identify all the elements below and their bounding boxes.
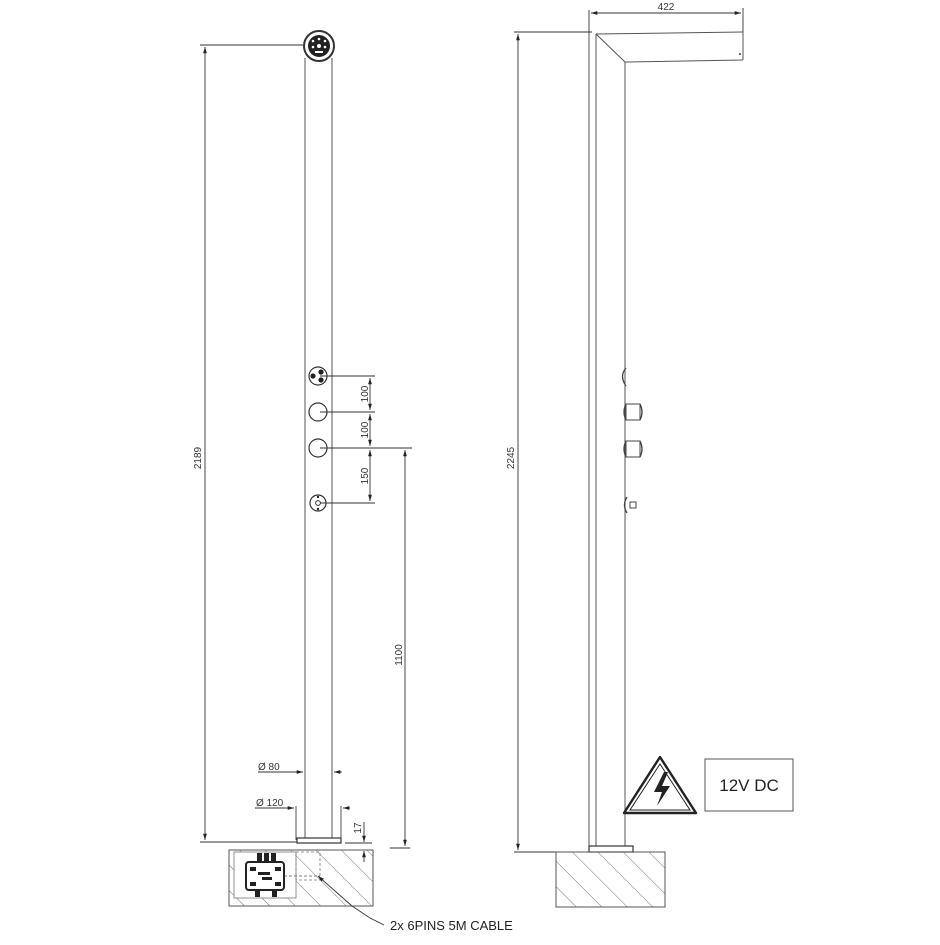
diverter-icon xyxy=(308,366,328,386)
outlet-side-icon xyxy=(623,496,637,514)
cable-callout: 2x 6PINS 5M CABLE xyxy=(390,918,513,933)
knob-side-icon xyxy=(623,403,643,421)
side-view: 422 2245 xyxy=(506,2,744,908)
dim-base-offset: 17 xyxy=(353,822,364,834)
side-base-flange xyxy=(588,845,634,853)
diverter-side-icon xyxy=(621,367,627,387)
voltage-label: 12V DC xyxy=(719,776,779,795)
dim-pipe-diameter: Ø 80 xyxy=(258,762,280,773)
dim-overall-height: 2189 xyxy=(193,446,204,469)
base-flange xyxy=(296,837,342,844)
shower-head-icon xyxy=(303,30,335,62)
front-view: 2189 100 100 150 1100 Ø 80 Ø 120 17 xyxy=(193,30,513,933)
dim-spacing-3: 150 xyxy=(360,467,371,484)
dim-spacing-1: 100 xyxy=(360,385,371,402)
dim-spacing-2: 100 xyxy=(360,421,371,438)
dim-control-height: 1100 xyxy=(394,644,405,666)
electrical-hazard-icon xyxy=(622,755,698,815)
dim-overall-height-side: 2245 xyxy=(506,446,517,469)
side-foundation xyxy=(555,851,666,908)
knob-side-icon xyxy=(623,440,643,458)
dim-flange-diameter: Ø 120 xyxy=(256,798,284,809)
warning-block: 12V DC xyxy=(622,755,794,815)
junction-box-icon xyxy=(245,853,285,897)
front-foundation xyxy=(228,849,374,907)
dim-arm-projection: 422 xyxy=(658,2,675,13)
